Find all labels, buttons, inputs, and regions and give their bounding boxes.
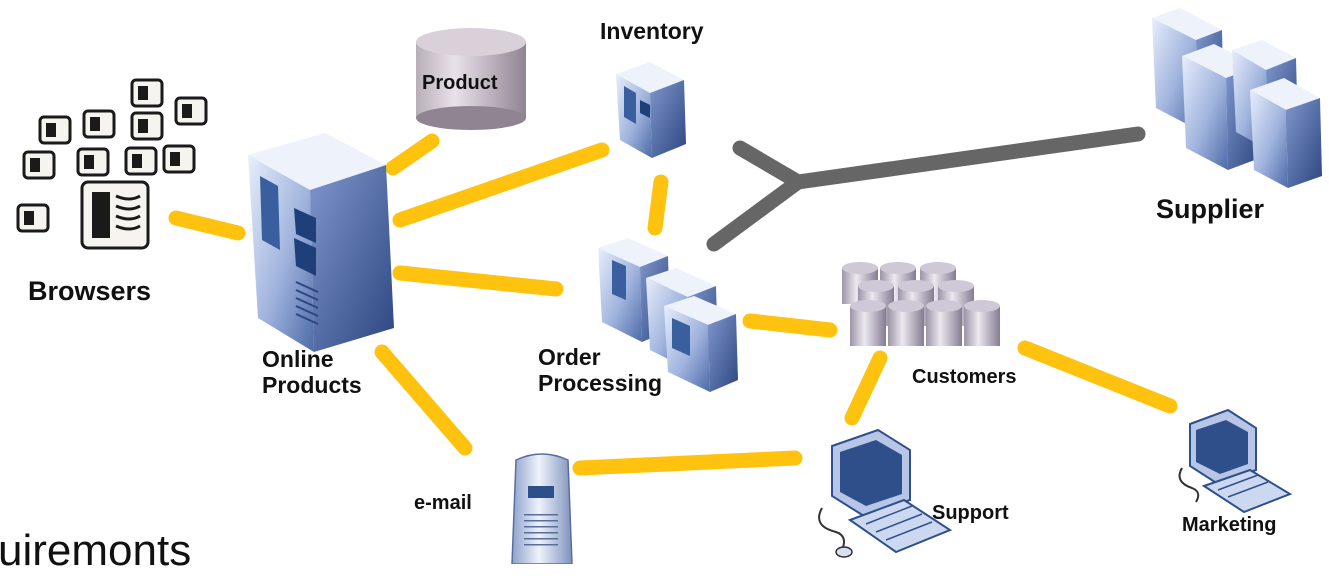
marketing-workstation-icon — [1178, 408, 1293, 514]
label-online-products-line2: Products — [262, 372, 362, 399]
label-online-products-line1: Online — [262, 346, 334, 372]
link-supplier — [706, 126, 1146, 252]
supplier-servers-icon — [1152, 8, 1322, 188]
link-online-inventory — [392, 142, 610, 228]
label-order-processing-line1: Order — [538, 344, 601, 370]
customers-databases-icon — [842, 262, 1000, 346]
label-customers: Customers — [912, 366, 1017, 388]
diagram-canvas — [16, 8, 1322, 565]
browsers-icon — [16, 78, 208, 250]
label-online-products: Online Products — [262, 346, 362, 399]
link-email-support — [572, 450, 803, 476]
label-order-processing-line2: Processing — [538, 370, 662, 397]
link-browsers-online — [168, 210, 246, 241]
link-order-customers — [742, 313, 838, 338]
support-workstation-icon — [818, 428, 953, 558]
links — [168, 126, 1178, 476]
link-online-order — [392, 265, 564, 297]
label-supplier: Supplier — [1156, 194, 1265, 224]
inventory-server-icon — [616, 62, 686, 158]
link-customers-marketing — [1017, 340, 1178, 414]
label-email: e-mail — [414, 492, 472, 514]
label-inventory: Inventory — [600, 18, 704, 44]
label-product: Product — [422, 72, 498, 94]
footer-text: uiremonts — [0, 526, 192, 575]
label-browsers: Browsers — [28, 276, 152, 306]
architecture-diagram: Browsers Online Products Product Invento… — [0, 8, 1322, 575]
link-online-product — [385, 133, 440, 176]
label-support: Support — [932, 502, 1009, 524]
order-processing-servers-icon — [598, 238, 738, 392]
online-products-server-icon — [248, 133, 394, 352]
link-customers-support — [844, 350, 888, 426]
email-server-icon — [511, 453, 573, 565]
label-marketing: Marketing — [1182, 514, 1277, 536]
product-database-icon — [416, 28, 526, 130]
label-order-processing: Order Processing — [538, 344, 662, 397]
link-inventory-order — [647, 174, 669, 236]
link-online-email — [374, 344, 473, 456]
